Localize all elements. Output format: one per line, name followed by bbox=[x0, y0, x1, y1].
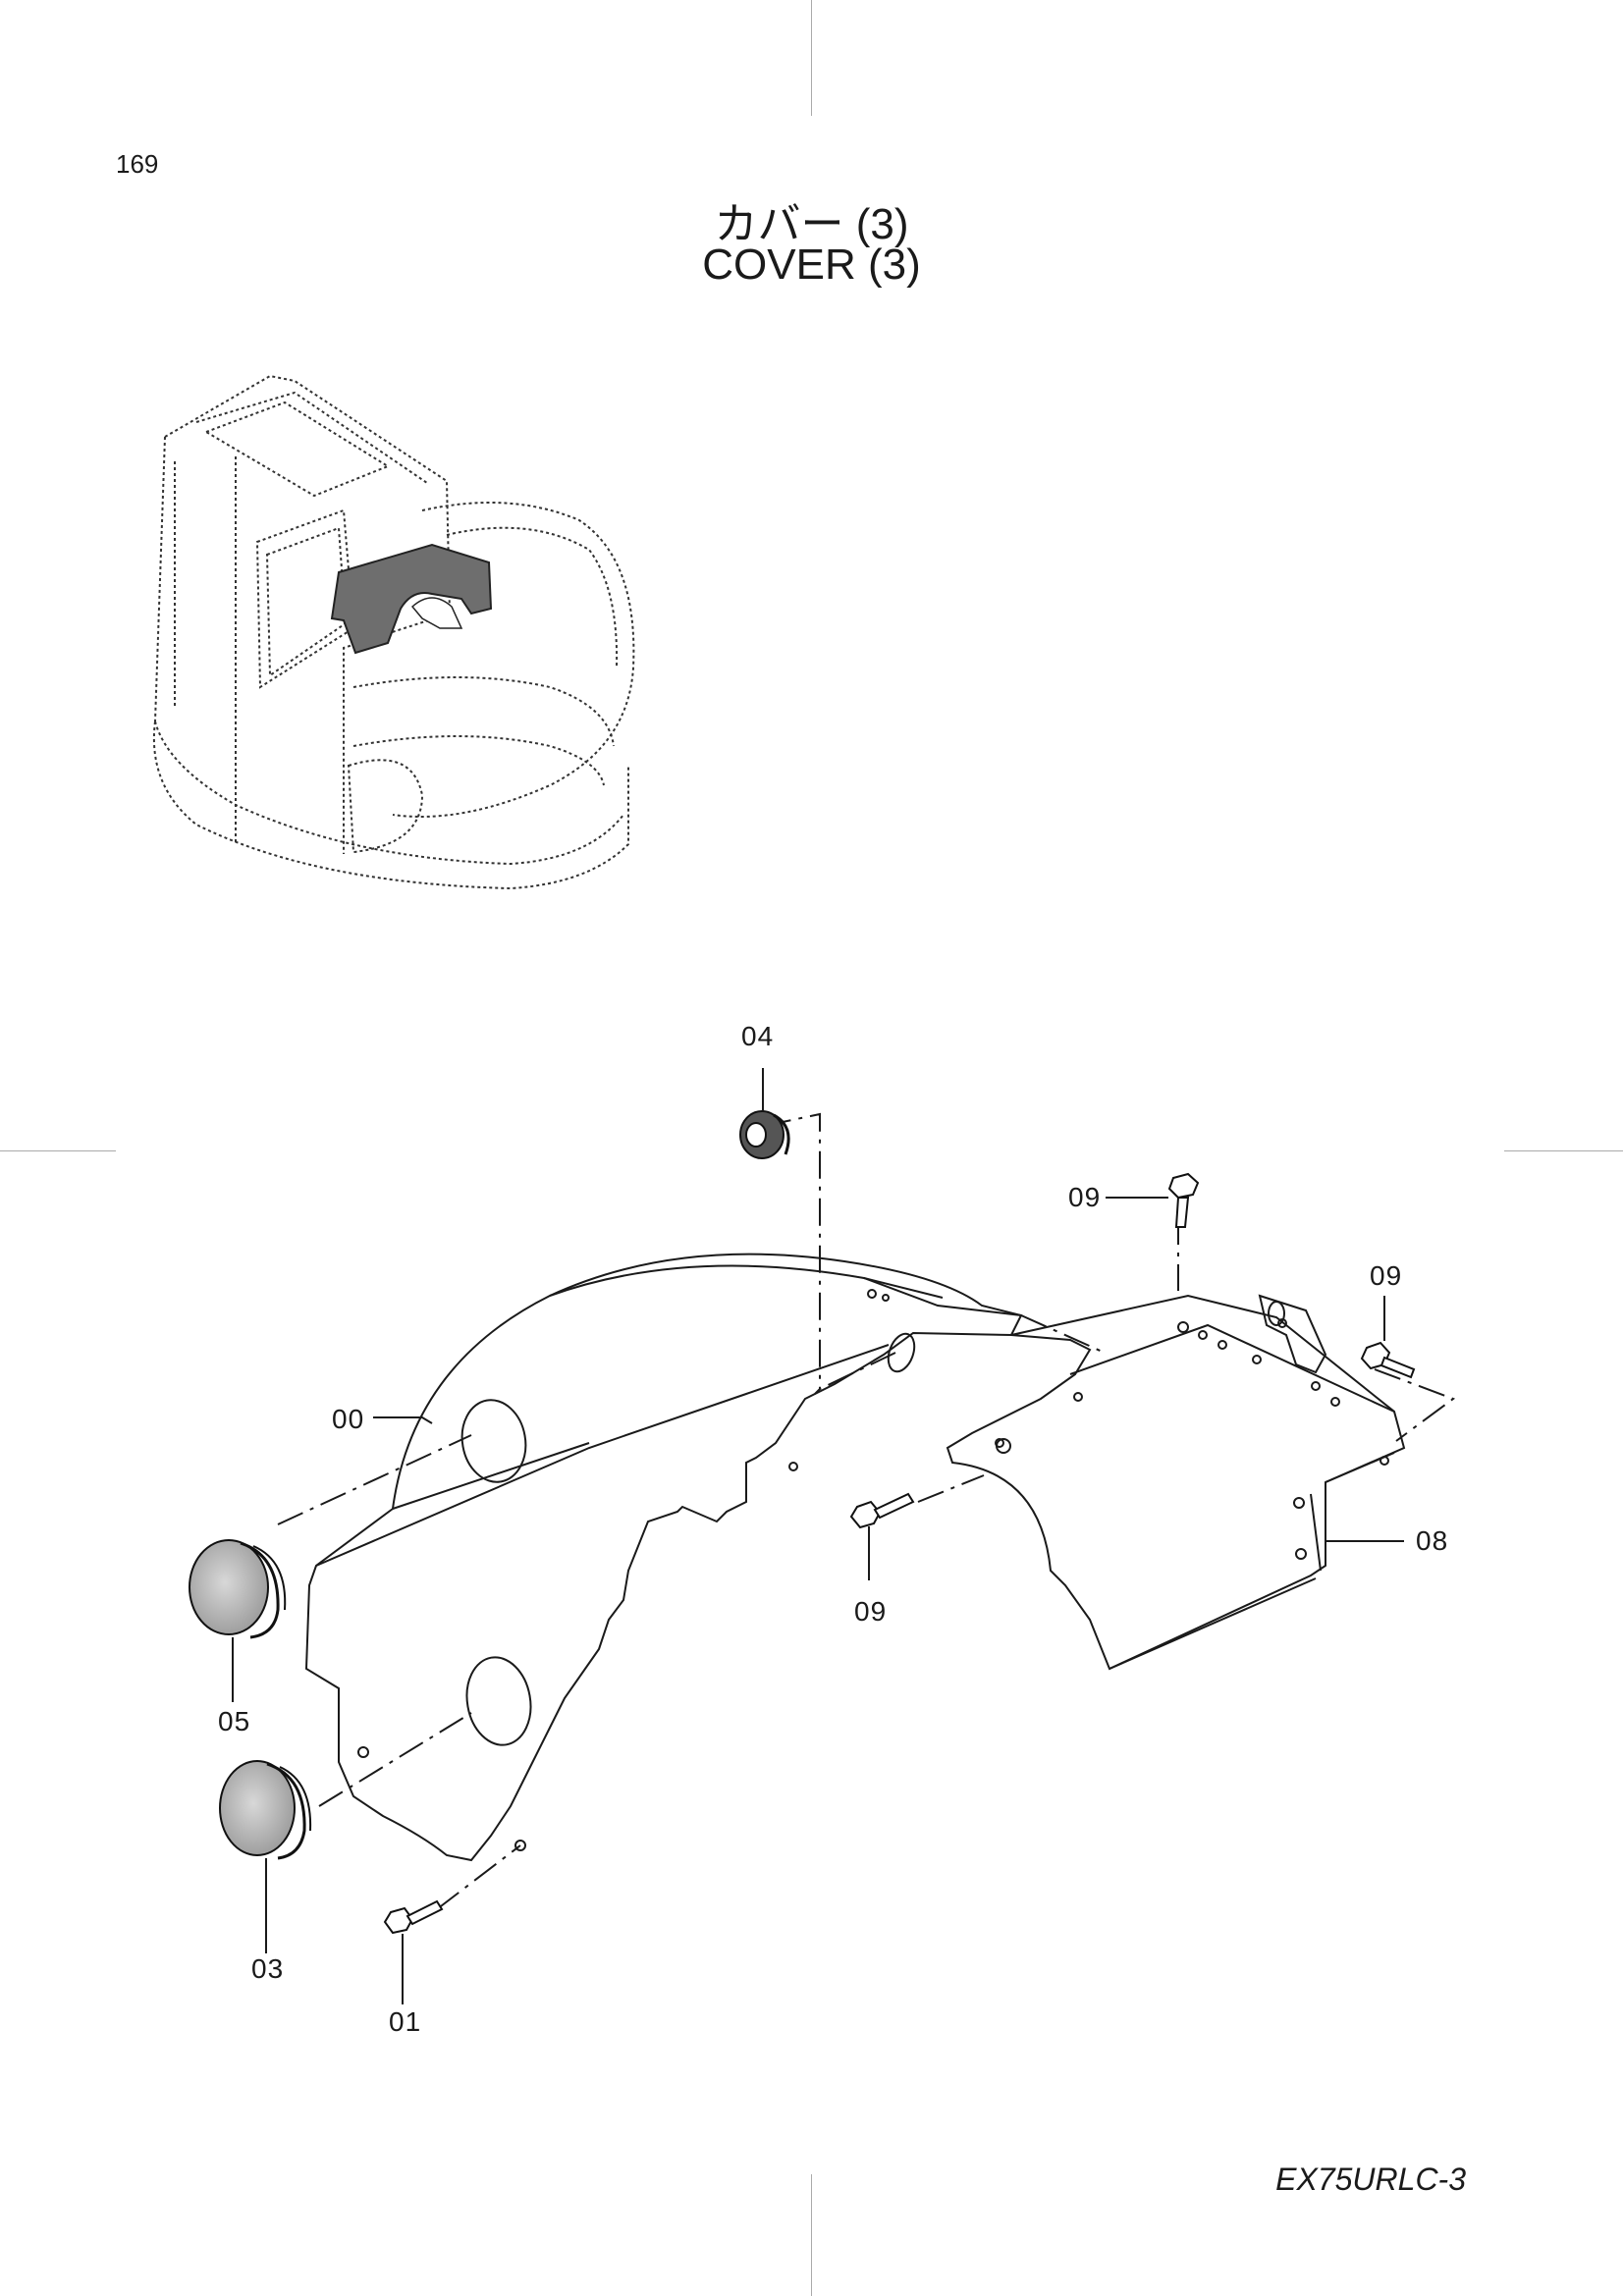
cover-plate-00 bbox=[304, 1253, 1023, 1862]
page-title-japanese: カバー (3) bbox=[714, 200, 909, 248]
crop-mark-top bbox=[811, 0, 812, 116]
crop-mark-bottom bbox=[811, 2174, 812, 2296]
callout-09-right: 09 bbox=[1370, 1260, 1403, 1291]
bolt-09-right bbox=[1360, 1341, 1416, 1379]
bracket-08 bbox=[946, 1294, 1406, 1671]
excavator-overview bbox=[152, 374, 635, 890]
callout-04: 04 bbox=[741, 1021, 775, 1051]
callout-09-top: 09 bbox=[1068, 1182, 1102, 1212]
callout-00: 00 bbox=[332, 1404, 365, 1434]
plug-cap-05 bbox=[189, 1539, 287, 1639]
callout-01: 01 bbox=[389, 2006, 422, 2037]
callout-05: 05 bbox=[218, 1706, 251, 1736]
plug-cap-03 bbox=[219, 1760, 312, 1860]
crop-mark-left bbox=[0, 1150, 116, 1151]
callout-03: 03 bbox=[251, 1953, 285, 1984]
bolt-01 bbox=[383, 1899, 444, 1935]
cover-opening-upper bbox=[460, 1399, 527, 1483]
grommet-04 bbox=[739, 1110, 790, 1159]
crop-mark-right bbox=[1504, 1150, 1623, 1151]
bolt-09-lower bbox=[849, 1492, 915, 1529]
highlighted-cover-area bbox=[330, 543, 493, 655]
bolt-09-top bbox=[1167, 1172, 1200, 1228]
page-number: 169 bbox=[116, 149, 159, 179]
cover-opening-lower bbox=[465, 1656, 532, 1746]
model-code: EX75URLC-3 bbox=[1275, 2162, 1466, 2197]
callout-09-lower: 09 bbox=[854, 1596, 888, 1627]
page-title-english: COVER (3) bbox=[702, 240, 921, 289]
callout-08: 08 bbox=[1416, 1525, 1449, 1556]
